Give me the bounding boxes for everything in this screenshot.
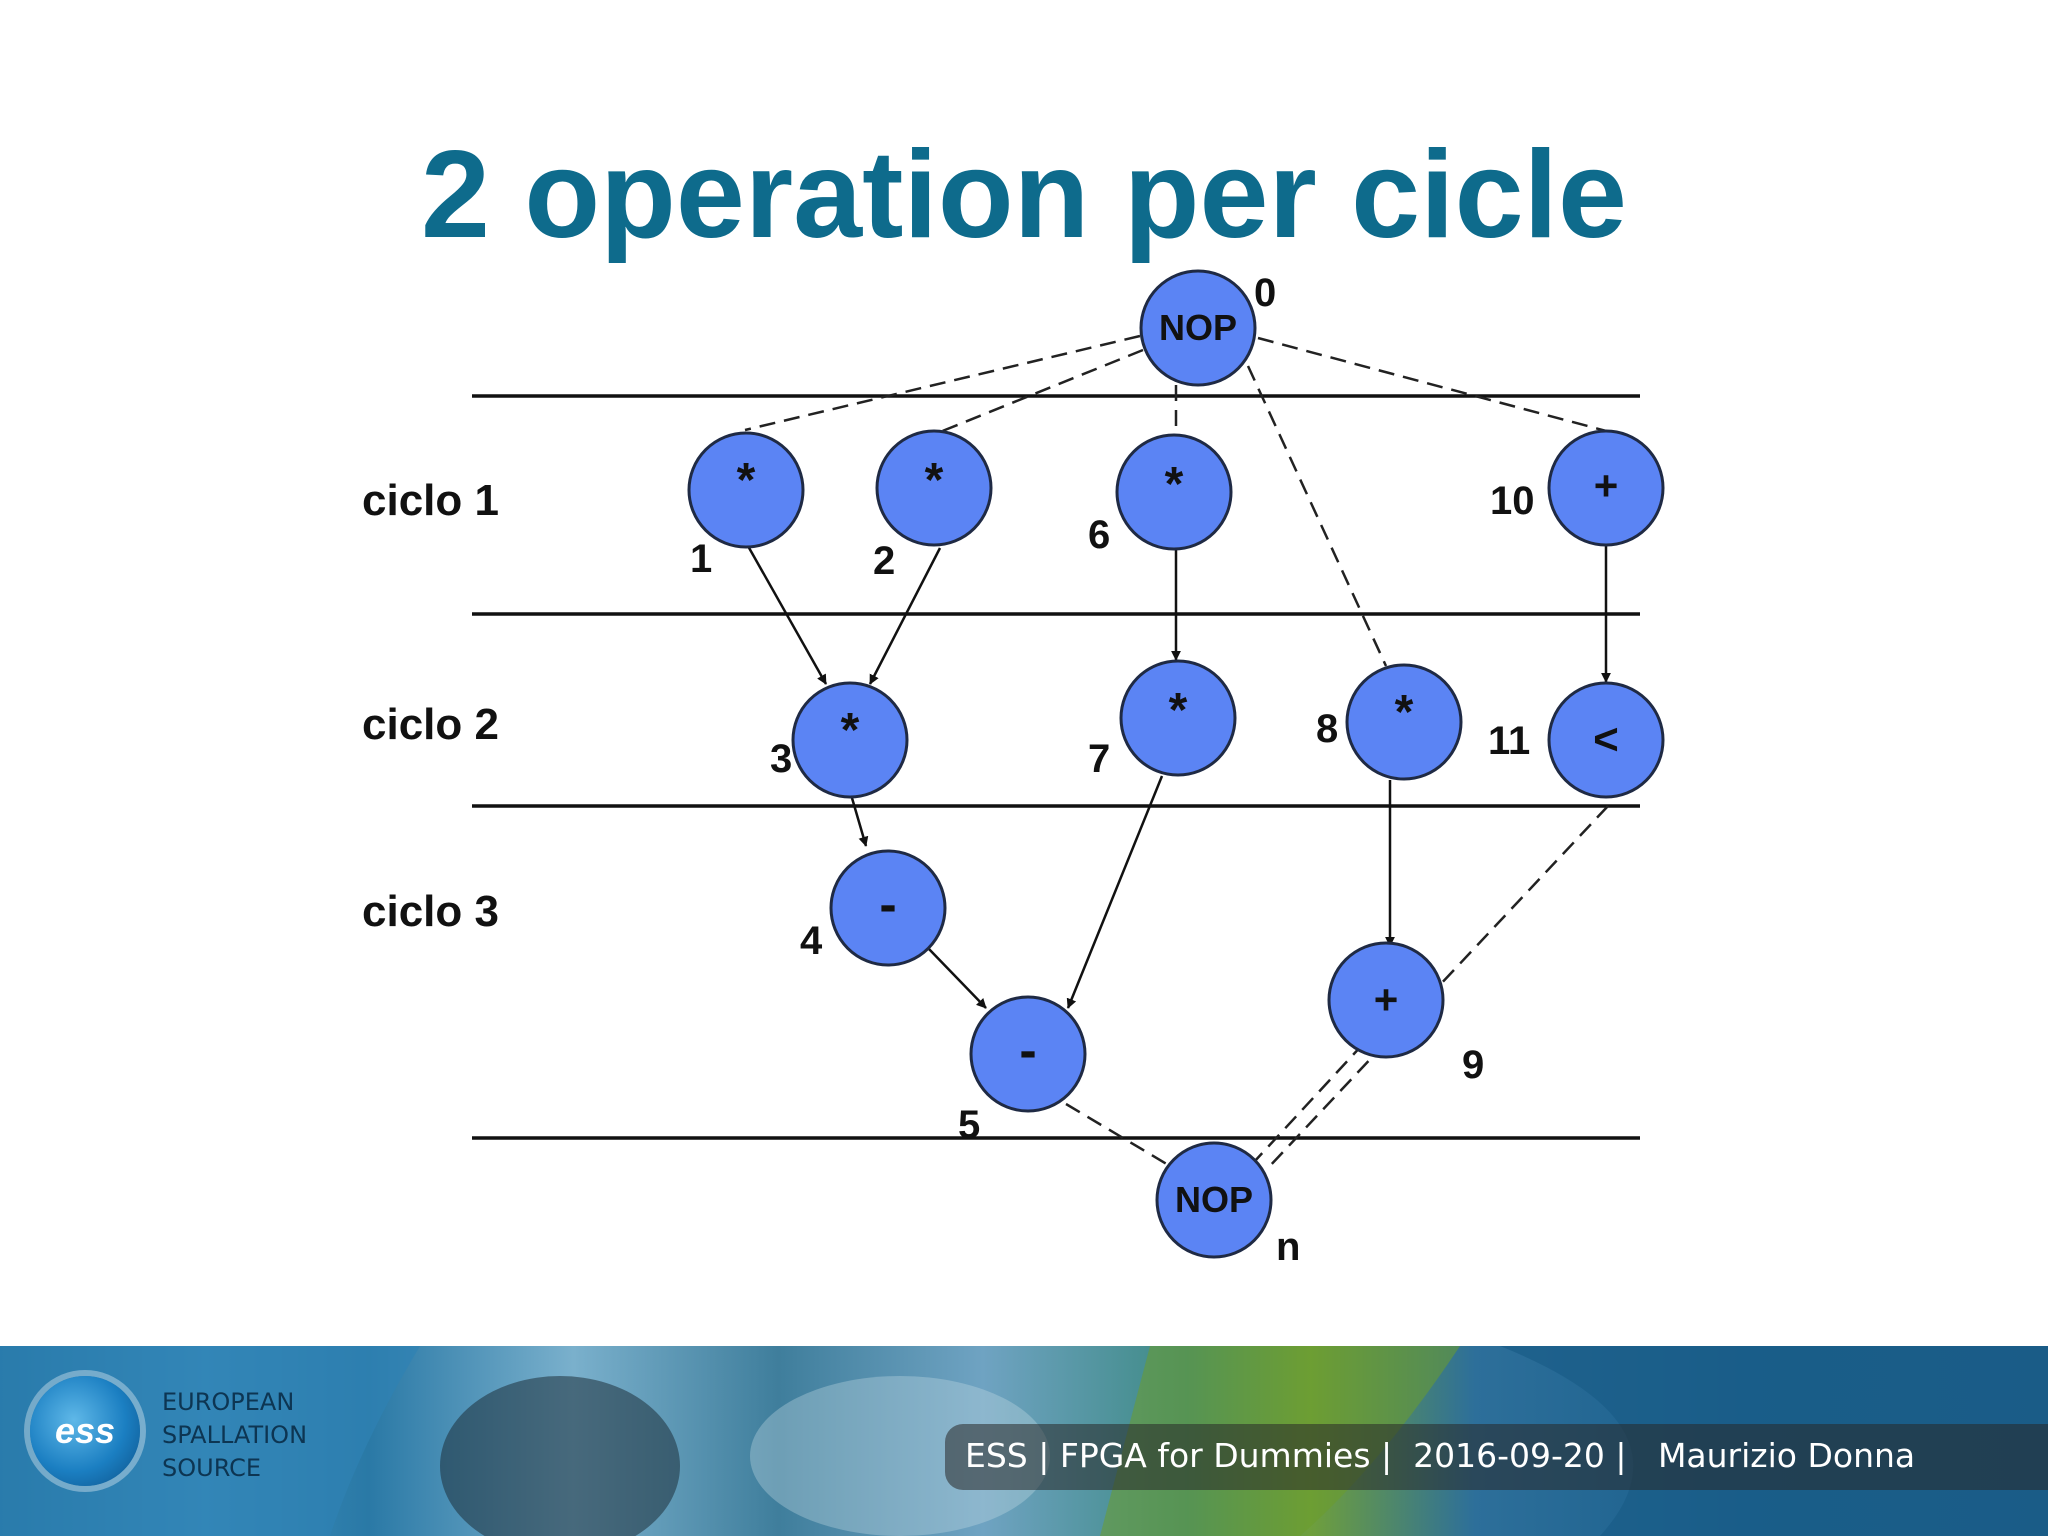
node-op: <: [1593, 715, 1619, 764]
arrow-3-4: [850, 797, 869, 847]
node-id: 3: [770, 737, 792, 781]
footer-info-bar: [945, 1424, 2048, 1490]
node-op: +: [1594, 462, 1619, 509]
node-op: NOP: [1159, 307, 1237, 348]
solid-edges: [746, 545, 1611, 1009]
dashed-edge-9-n: [1253, 1042, 1365, 1163]
node-id: 2: [873, 539, 895, 583]
node-op: -: [1019, 1022, 1036, 1080]
node-5: - 5: [958, 995, 1087, 1147]
node-op: *: [841, 704, 860, 757]
cycle-label-2: ciclo 2: [362, 700, 499, 749]
ess-logo: ess: [30, 1376, 140, 1486]
node-id: 6: [1088, 513, 1110, 557]
node-6: * 6: [1088, 433, 1233, 557]
node-2: * 2: [873, 429, 993, 583]
arrow-1-3: [746, 545, 828, 685]
node-id: 0: [1254, 271, 1276, 315]
cycle-label-3: ciclo 3: [362, 887, 499, 936]
node-8: * 8: [1316, 663, 1463, 781]
node-op: *: [925, 454, 944, 507]
cycle-label-1: ciclo 1: [362, 476, 499, 525]
organization-name: EUROPEAN SPALLATION SOURCE: [162, 1386, 362, 1485]
node-id: 1: [690, 537, 712, 581]
node-op: +: [1374, 976, 1399, 1023]
logo-text: ess: [54, 1410, 116, 1451]
node-id: 11: [1488, 719, 1530, 763]
footer-info-text: ESS | FPGA for Dummies | 2016-09-20 | Ma…: [965, 1436, 1916, 1475]
scheduling-graph: ciclo 1 ciclo 2 ciclo 3 NOP 0 * 1 * 2: [362, 269, 1665, 1269]
dashed-edge-0-10: [1257, 336, 1611, 434]
node-id: 5: [958, 1103, 980, 1147]
slide-title: 2 operation per cicle: [421, 126, 1627, 264]
node-4: - 4: [800, 849, 947, 967]
node-10: + 10: [1490, 429, 1665, 547]
node-id: 10: [1490, 479, 1535, 523]
dashed-edge-5-n: [1065, 1102, 1171, 1168]
dashed-edge-0-8: [1246, 365, 1388, 667]
arrow-2-3: [868, 547, 942, 685]
node-1: * 1: [687, 431, 805, 581]
org-line-3: SOURCE: [162, 1454, 262, 1482]
org-line-1: EUROPEAN: [162, 1388, 295, 1416]
node-op: -: [879, 876, 896, 934]
node-op: *: [1169, 684, 1188, 737]
org-line-2: SPALLATION: [162, 1421, 308, 1449]
node-op: *: [737, 454, 756, 507]
arrow-4-5: [927, 947, 987, 1009]
node-id: 9: [1462, 1043, 1484, 1087]
node-id: 7: [1088, 737, 1110, 781]
node-id: n: [1276, 1225, 1300, 1269]
arrow-7-5: [1066, 775, 1164, 1009]
node-id: 4: [800, 919, 823, 963]
node-9: + 9: [1327, 941, 1484, 1087]
node-op: *: [1165, 458, 1184, 511]
dashed-edge-0-1: [744, 334, 1141, 432]
dashed-edge-0-2: [939, 348, 1144, 434]
dashed-edge-11-n: [1267, 805, 1609, 1169]
node-0: NOP 0: [1139, 269, 1276, 387]
node-3: * 3: [770, 681, 909, 799]
node-id: 8: [1316, 707, 1338, 751]
node-11: < 11: [1488, 681, 1665, 799]
node-7: * 7: [1088, 659, 1237, 781]
node-op: NOP: [1175, 1179, 1253, 1220]
node-n: NOP n: [1155, 1141, 1300, 1269]
slide-footer: ess EUROPEAN SPALLATION SOURCE ESS | FPG…: [0, 1346, 2048, 1536]
node-op: *: [1395, 686, 1414, 739]
dashed-edges: [744, 334, 1611, 1169]
